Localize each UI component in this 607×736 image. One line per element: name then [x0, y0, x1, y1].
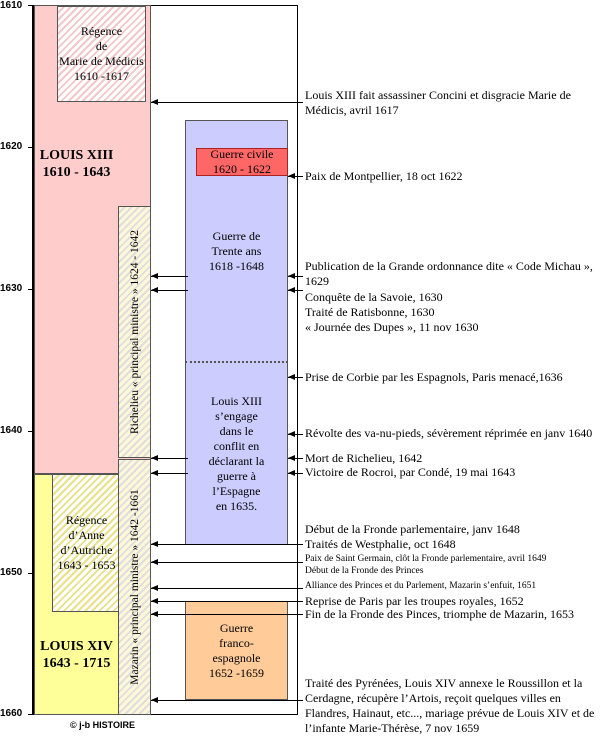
year-label-1640: 1640	[0, 425, 23, 436]
axis-tick	[28, 5, 34, 6]
event-arrow	[288, 173, 303, 179]
event-arrow	[151, 611, 303, 617]
time-axis	[32, 5, 34, 715]
year-label-1620: 1620	[0, 141, 23, 152]
event-arrow	[288, 287, 303, 293]
event-code-michau: Publication de la Grande ordonnance dite…	[305, 259, 593, 288]
war-civil: Guerre civile 1620 - 1622	[196, 147, 288, 176]
year-label-1660: 1660	[0, 708, 23, 719]
event-arrow	[151, 287, 188, 293]
event-arrow	[288, 273, 303, 279]
event-arrow	[288, 455, 303, 461]
event-alliance-princes: Alliance des Princes et du Parlement, Ma…	[305, 581, 537, 591]
axis-tick	[28, 714, 34, 715]
reign-louis-xiii-label: LOUIS XIII 1610 - 1643	[39, 148, 114, 180]
event-westphalie: Traités de Westphalie, oct 1648	[305, 537, 456, 551]
event-mort-richelieu: Mort de Richelieu, 1642	[305, 451, 423, 465]
war-franco-espagnole: Guerre franco- espagnole 1652 -1659	[185, 601, 288, 700]
event-arrow	[151, 99, 303, 105]
event-savoie-ratisbonne-dupes: Conquête de la Savoie, 1630 Traité de Ra…	[305, 290, 479, 334]
axis-tick	[28, 573, 34, 574]
event-arrow	[288, 470, 303, 476]
regency-anne-d-autriche: Régence d’Anne d’Autriche 1643 - 1653	[52, 474, 121, 612]
event-fronde-parlementaire: Début de la Fronde parlementaire, janv 1…	[305, 522, 520, 536]
event-rocroi: Victoire de Rocroi, par Condé, 19 mai 16…	[305, 465, 516, 479]
event-paix-saint-germain: Paix de Saint Germain, clôt la Fronde pa…	[305, 554, 547, 576]
event-concini: Louis XIII fait assassiner Concini et di…	[305, 88, 571, 117]
event-paix-montpellier: Paix de Montpellier, 18 oct 1622	[305, 169, 463, 183]
minister-richelieu-bar	[118, 206, 151, 458]
event-arrow	[151, 455, 188, 461]
axis-tick	[28, 289, 34, 290]
events-frame	[151, 5, 298, 715]
event-arrow	[151, 541, 303, 547]
event-arrow	[151, 697, 303, 703]
minister-richelieu-label: Richelieu « principal ministre » 1624 - …	[129, 229, 141, 435]
event-prise-corbie: Prise de Corbie par les Espagnols, Paris…	[305, 370, 563, 384]
reign-louis-xiv-label: LOUIS XIV 1643 - 1715	[40, 639, 113, 671]
copyright-credit: © j-b HISTOIRE	[70, 720, 135, 730]
event-arrow	[151, 585, 303, 591]
minister-mazarin-bar	[118, 459, 151, 715]
event-arrow	[151, 470, 188, 476]
year-label-1650: 1650	[0, 567, 23, 578]
event-arrow	[151, 598, 303, 604]
war-spain-engagement: Louis XIII s’engage dans le conflit en d…	[185, 361, 288, 545]
axis-tick	[28, 431, 34, 432]
event-fin-fronde: Fin de la Fronde des Pinces, triomphe de…	[305, 607, 574, 621]
event-arrow	[288, 374, 303, 380]
event-arrow	[288, 431, 303, 437]
event-traite-pyrenees: Traité des Pyrénées, Louis XIV annexe le…	[305, 676, 595, 735]
year-label-1630: 1630	[0, 283, 23, 294]
event-arrow	[151, 559, 303, 565]
event-va-nu-pieds: Révolte des va-nu-pieds, sévèrement répr…	[305, 426, 593, 440]
year-label-1610: 1610	[0, 0, 23, 11]
minister-mazarin-label: Mazarin « principal ministre » 1642 -166…	[129, 489, 141, 685]
event-reprise-paris: Reprise de Paris par les troupes royales…	[305, 594, 524, 608]
regency-marie-de-medicis: Régence de Marie de Médicis 1610 -1617	[57, 6, 146, 102]
event-arrow	[151, 273, 188, 279]
axis-tick	[28, 147, 34, 148]
